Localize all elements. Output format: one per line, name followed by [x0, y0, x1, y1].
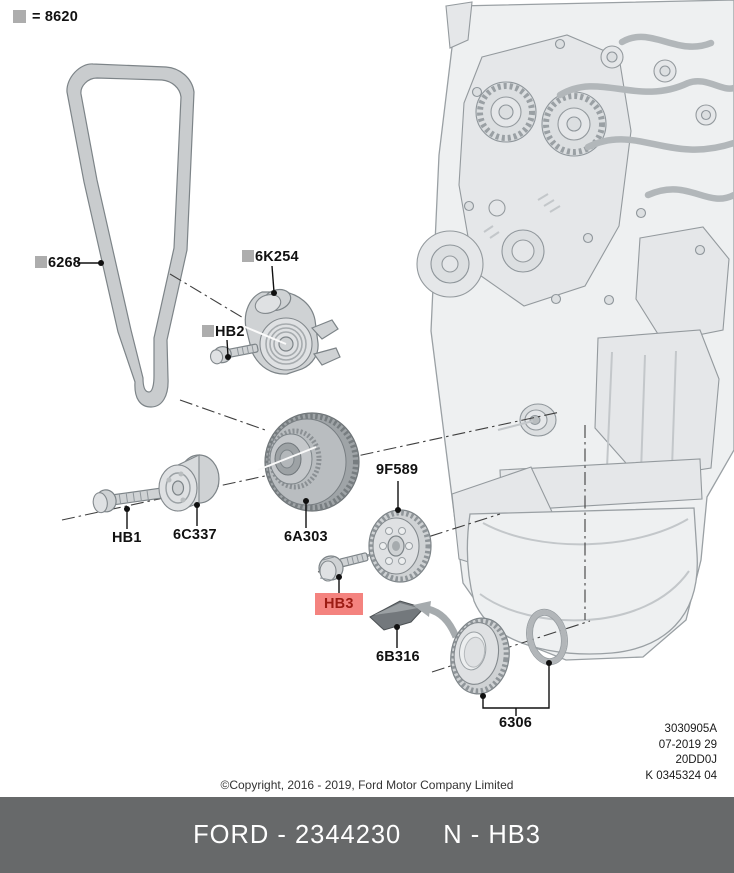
label-text: HB1: [112, 530, 142, 546]
pump-gear-shape: [361, 509, 432, 583]
bolt-hb1-shape: [92, 487, 167, 514]
label-hb3-highlighted: HB3: [315, 593, 363, 615]
label-6268: 6268: [35, 255, 81, 271]
drive-belt-shape: [66, 63, 195, 408]
drawing-info-block: 3030905A 07-2019 29 20DD0J K 0345324 04: [645, 722, 717, 784]
label-6c337: 6C337: [173, 527, 217, 543]
drawing-number: 3030905A: [664, 723, 717, 735]
marker-square-icon: [242, 250, 254, 262]
crank-gear-shape: [450, 617, 510, 695]
marker-square-icon: [202, 325, 214, 337]
snap-ring-shape: [526, 608, 568, 666]
label-6a303: 6A303: [284, 529, 328, 545]
engine-block-illustration: [416, 0, 734, 661]
drawing-code: 20DD0J: [675, 754, 717, 766]
banner-part-ref: N - HB3: [443, 820, 541, 849]
label-text: 6268: [48, 255, 82, 271]
copyright-notice: ©Copyright, 2016 - 2019, Ford Motor Comp…: [220, 778, 514, 792]
legend-text: = 8620: [32, 9, 78, 25]
install-arrow-icon: [413, 601, 460, 639]
label-text: 9F589: [376, 462, 419, 478]
label-hb2: HB2: [202, 324, 245, 340]
banner-catalog-number: FORD - 2344230: [193, 820, 402, 849]
leader-lines: [77, 260, 552, 716]
marker-square-icon: [35, 256, 47, 268]
bottom-banner: FORD - 2344230 N - HB3: [0, 797, 734, 873]
label-6b316: 6B316: [376, 649, 420, 665]
label-hb1: HB1: [112, 530, 142, 546]
idler-pulley-shape: [158, 454, 220, 512]
label-text: HB3: [324, 596, 354, 612]
label-text: 6B316: [376, 649, 420, 665]
legend-8620: = 8620: [13, 9, 78, 25]
label-9f589: 9F589: [376, 462, 418, 478]
label-text: 6K254: [255, 249, 299, 265]
drawing-ref: K 0345324 04: [645, 769, 717, 782]
label-text: 6A303: [284, 529, 328, 545]
crankshaft-pulley-shape: [257, 412, 360, 512]
label-6306: 6306: [499, 715, 532, 731]
label-text: HB2: [215, 324, 245, 340]
label-text: 6306: [499, 715, 533, 731]
label-text: 6C337: [173, 527, 217, 543]
exploded-parts-illustration: [61, 0, 734, 716]
drawing-date: 07-2019 29: [658, 738, 717, 751]
label-6k254: 6K254: [242, 249, 299, 265]
bolt-hb3-shape: [318, 552, 369, 582]
belt-tensioner-shape: [242, 288, 341, 375]
legend-square-icon: [13, 10, 26, 23]
guide-plate-shape: [369, 600, 425, 631]
